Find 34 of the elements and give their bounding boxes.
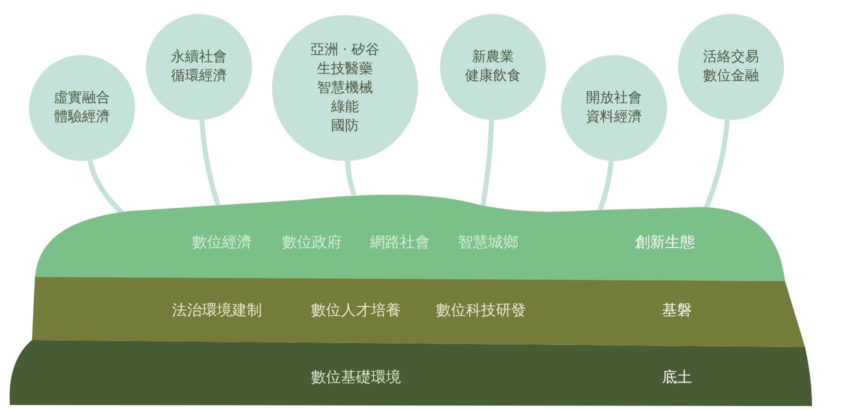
topic-text: 資料經濟 bbox=[586, 108, 642, 127]
layer-item-text: 智慧城鄉 bbox=[458, 233, 518, 251]
topic-text: 活絡交易 bbox=[703, 48, 759, 67]
stem-line bbox=[88, 160, 124, 215]
ground-layer bbox=[35, 192, 786, 281]
stem-line bbox=[480, 120, 494, 206]
topic-text: 循環經濟 bbox=[171, 67, 227, 86]
topic-text: 體驗經濟 bbox=[54, 108, 110, 127]
stem-line bbox=[598, 160, 614, 211]
layer-item-text: 網路社會 bbox=[370, 233, 430, 251]
layer-item-text: 數位人才培養 bbox=[311, 301, 401, 319]
topic-text: 國防 bbox=[331, 116, 359, 136]
layer-item-text: 法治環境建制 bbox=[172, 301, 262, 319]
topic-text: 虛實融合 bbox=[54, 89, 110, 108]
topic-text: 綠能 bbox=[331, 98, 359, 116]
topic-text: 健康飲食 bbox=[465, 67, 521, 86]
layer-title: 基磐 bbox=[662, 301, 692, 319]
topic-text: 亞洲 · 矽谷 bbox=[310, 40, 380, 60]
topic-text: 數位金融 bbox=[703, 67, 759, 86]
layer-title: 創新生態 bbox=[635, 233, 695, 251]
ground-layer bbox=[32, 276, 806, 348]
stem-line bbox=[345, 160, 356, 196]
stem-line bbox=[199, 120, 220, 206]
layer-item-text: 數位經濟 bbox=[192, 233, 252, 251]
layer-item-text: 數位科技研發 bbox=[436, 301, 526, 319]
topic-text: 永續社會 bbox=[171, 48, 227, 67]
topic-text: 新農業 bbox=[472, 48, 514, 67]
topic-text: 生技醫藥 bbox=[317, 60, 373, 78]
stem-line bbox=[704, 120, 730, 210]
layer-title: 底土 bbox=[662, 368, 692, 386]
topic-text: 智慧機械 bbox=[317, 78, 373, 98]
topic-text: 開放社會 bbox=[586, 89, 642, 108]
layer-item-text: 數位政府 bbox=[282, 233, 342, 251]
layer-item-text: 數位基礎環境 bbox=[311, 368, 401, 386]
